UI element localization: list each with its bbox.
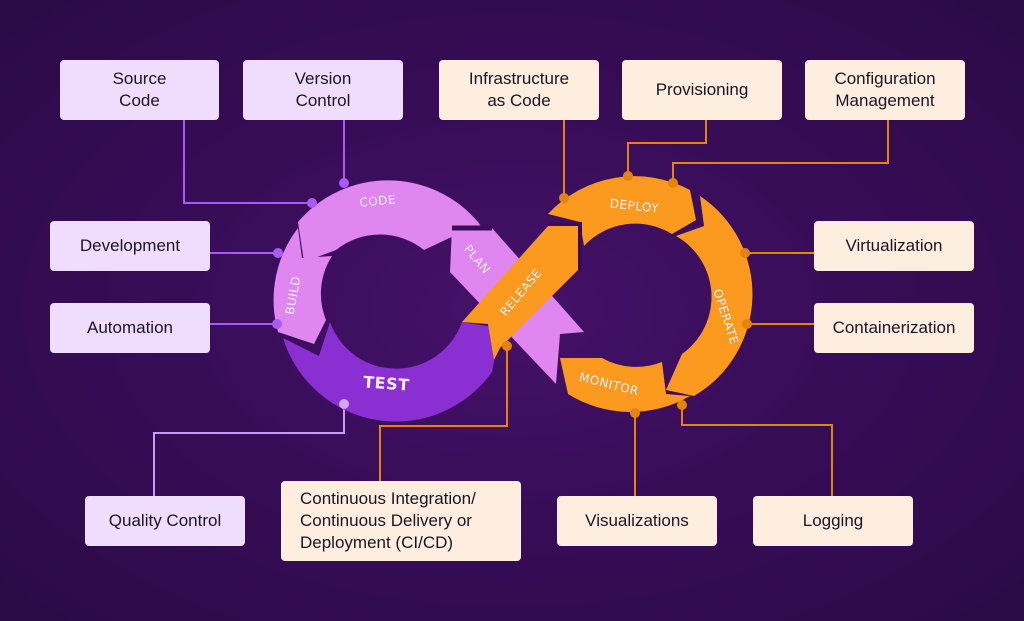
box-version-control-label: Version Control bbox=[294, 69, 352, 110]
dot-cicd bbox=[502, 341, 512, 351]
box-logging: Logging bbox=[753, 496, 913, 546]
box-logging-label: Logging bbox=[802, 511, 864, 530]
box-containerization: Containerization bbox=[814, 303, 974, 353]
label-deploy: DEPLOY bbox=[609, 196, 660, 215]
box-infrastructure-as-code: Infrastructure as Code bbox=[439, 60, 599, 120]
box-quality-control: Quality Control bbox=[85, 496, 245, 546]
label-code: CODE bbox=[359, 192, 397, 209]
connector-cicd bbox=[379, 346, 508, 482]
box-version-control: Version Control bbox=[243, 60, 403, 120]
box-provisioning: Provisioning bbox=[622, 60, 782, 120]
box-configuration-label: Configuration Management bbox=[834, 69, 936, 110]
segment-test bbox=[283, 322, 500, 422]
segment-code bbox=[298, 180, 488, 262]
ops-connectors bbox=[379, 120, 889, 497]
dot-configuration bbox=[668, 178, 678, 188]
connector-configuration bbox=[672, 120, 889, 183]
dot-visualizations bbox=[630, 408, 640, 418]
dev-dots bbox=[272, 178, 349, 409]
connector-logging bbox=[681, 405, 833, 497]
dot-version-control bbox=[339, 178, 349, 188]
box-visualizations-label: Visualizations bbox=[585, 511, 689, 530]
label-build: BUILD bbox=[283, 275, 304, 316]
box-cicd: Continuous Integration/ Continuous Deliv… bbox=[281, 481, 521, 561]
box-quality-control-label: Quality Control bbox=[108, 511, 222, 530]
box-virtualization: Virtualization bbox=[814, 221, 974, 271]
connector-quality-control bbox=[153, 404, 345, 497]
box-source-code-label: Source Code bbox=[112, 69, 167, 110]
segment-release bbox=[462, 226, 578, 360]
dot-automation bbox=[272, 319, 282, 329]
box-containerization-label: Containerization bbox=[832, 318, 956, 337]
segment-build bbox=[273, 228, 332, 344]
box-cicd-label: Continuous Integration/ Continuous Deliv… bbox=[300, 489, 476, 552]
release-outline bbox=[550, 222, 582, 270]
box-virtualization-label: Virtualization bbox=[845, 236, 943, 255]
box-automation-label: Automation bbox=[87, 318, 173, 337]
label-test: TEST bbox=[363, 372, 410, 394]
dot-development bbox=[273, 248, 283, 258]
dot-source-code bbox=[307, 198, 317, 208]
box-development-label: Development bbox=[79, 236, 181, 255]
connector-source-code bbox=[183, 120, 312, 204]
box-automation: Automation bbox=[50, 303, 210, 353]
dot-containerization bbox=[742, 319, 752, 329]
box-development: Development bbox=[50, 221, 210, 271]
box-visualizations: Visualizations bbox=[557, 496, 717, 546]
segment-operate bbox=[666, 196, 753, 396]
segment-deploy bbox=[548, 176, 696, 246]
segment-monitor bbox=[560, 358, 690, 413]
box-infrastructure-label: Infrastructure as Code bbox=[468, 69, 570, 110]
box-source-code: Source Code bbox=[60, 60, 219, 120]
dev-connectors bbox=[153, 120, 345, 497]
box-configuration-management: Configuration Management bbox=[805, 60, 965, 120]
connector-provisioning bbox=[627, 120, 707, 176]
dot-virtualization bbox=[740, 248, 750, 258]
dot-quality-control bbox=[339, 399, 349, 409]
box-provisioning-label: Provisioning bbox=[655, 80, 749, 99]
ops-dots bbox=[502, 171, 752, 418]
dot-logging bbox=[677, 400, 687, 410]
dot-provisioning bbox=[623, 171, 633, 181]
dot-infrastructure bbox=[559, 193, 569, 203]
